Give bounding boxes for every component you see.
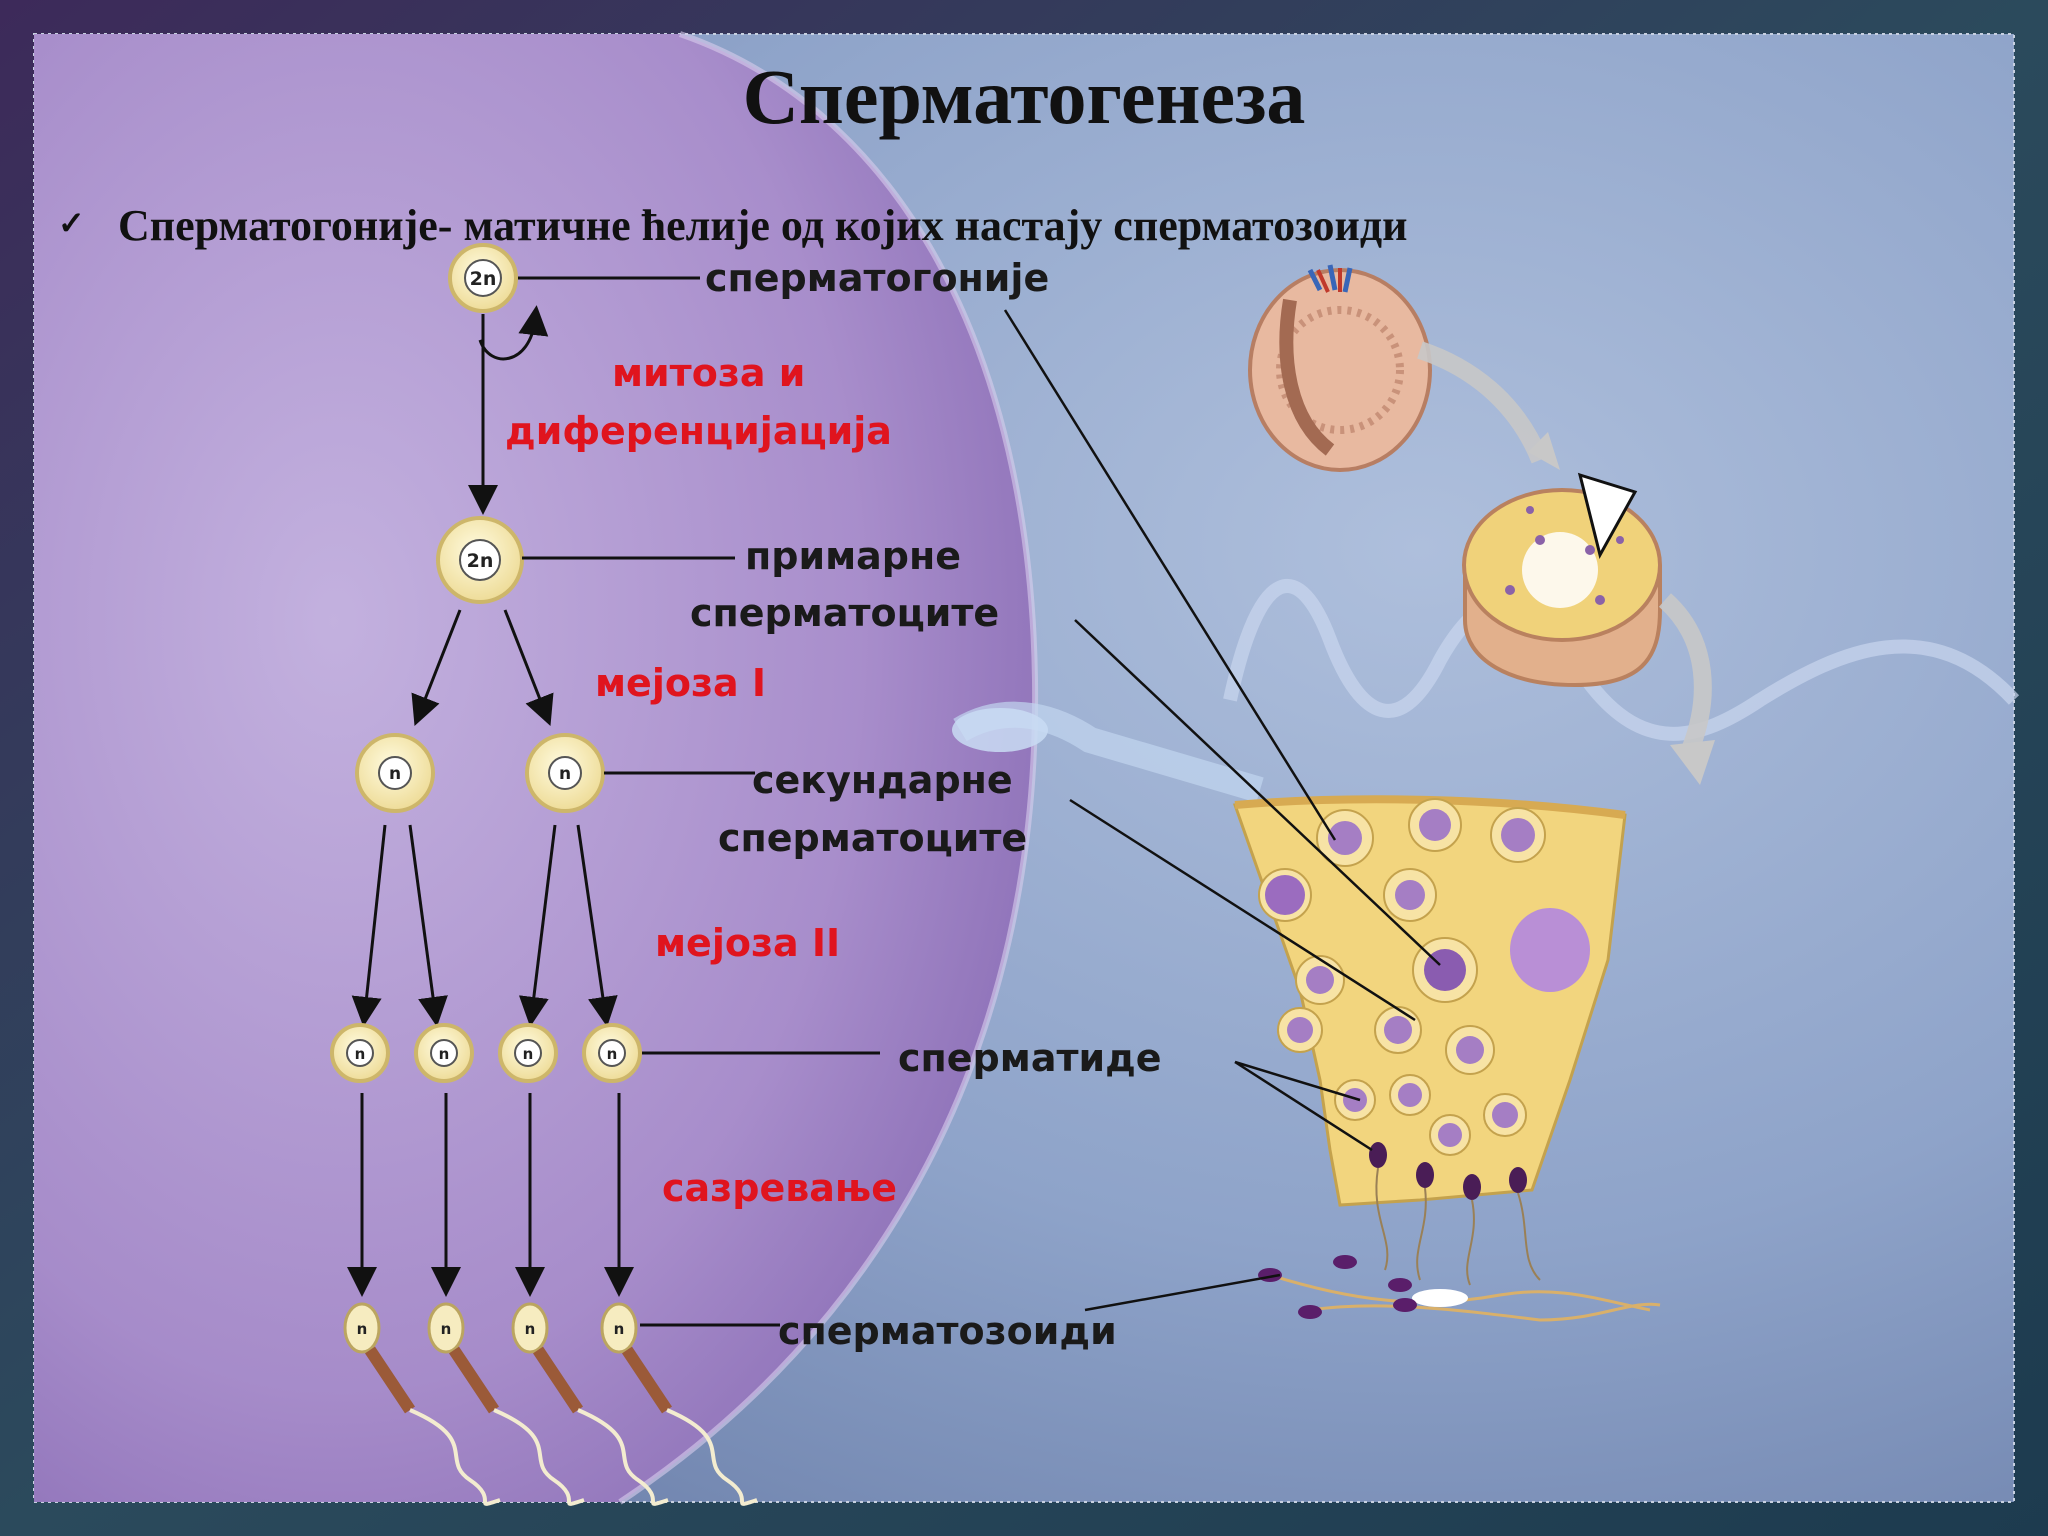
spermatid-cell: n: [582, 1023, 642, 1083]
svg-text:n: n: [441, 1320, 452, 1338]
svg-text:n: n: [357, 1320, 368, 1338]
label-spermatogonia: сперматогоније: [705, 256, 1050, 300]
svg-text:n: n: [614, 1320, 625, 1338]
label-primary-2: сперматоците: [690, 591, 1000, 635]
spermatozoon: n: [511, 1302, 669, 1506]
svg-text:n: n: [559, 764, 571, 784]
label-primary-1: примарне: [745, 534, 962, 578]
spermatid-cell: n: [498, 1023, 558, 1083]
svg-text:n: n: [355, 1045, 366, 1063]
process-mitosis-2: диференцијација: [505, 409, 892, 453]
ploidy-label: 2n: [470, 268, 497, 290]
spermatozoon: n: [600, 1302, 758, 1506]
spermatid-cell: n: [414, 1023, 474, 1083]
label-spermatids: сперматиде: [898, 1036, 1162, 1080]
process-meiosis-2: мејоза II: [655, 921, 841, 965]
spermatozoon: n: [427, 1302, 585, 1506]
process-meiosis-1: мејоза I: [595, 661, 767, 705]
spermatid-cell: n: [330, 1023, 390, 1083]
svg-text:n: n: [523, 1045, 534, 1063]
seminiferous-epithelium: [1232, 795, 1627, 1286]
secondary-spermatocyte-cell: n: [355, 733, 435, 813]
label-secondary-2: сперматоците: [718, 816, 1028, 860]
svg-text:n: n: [525, 1320, 536, 1338]
secondary-spermatocyte-cell: n: [525, 733, 605, 813]
slide-title: Сперматогенеза: [742, 53, 1306, 140]
process-mitosis-1: митоза и: [612, 351, 806, 395]
process-maturation: сазревање: [662, 1166, 898, 1210]
spermatogonium-cell: 2n: [448, 243, 518, 313]
primary-spermatocyte-cell: 2n: [436, 516, 524, 604]
label-secondary-1: секундарне: [752, 758, 1013, 802]
bullet-text: Сперматогоније- матичне ћелије од којих …: [118, 201, 1408, 250]
svg-text:2n: 2n: [467, 550, 494, 572]
testis-illustration: [1248, 264, 1432, 472]
tubule-cross-section: [1462, 472, 1662, 688]
label-spermatozoa: сперматозоиди: [778, 1309, 1117, 1353]
bullet-point: ✓ Сперматогоније- матичне ћелије од којих…: [58, 200, 1407, 251]
free-spermatozoa: [1258, 1255, 1661, 1322]
checkmark-icon: ✓: [58, 205, 85, 241]
svg-text:n: n: [607, 1045, 618, 1063]
svg-text:n: n: [389, 764, 401, 784]
svg-text:n: n: [439, 1045, 450, 1063]
spermatozoon: n: [343, 1302, 501, 1506]
